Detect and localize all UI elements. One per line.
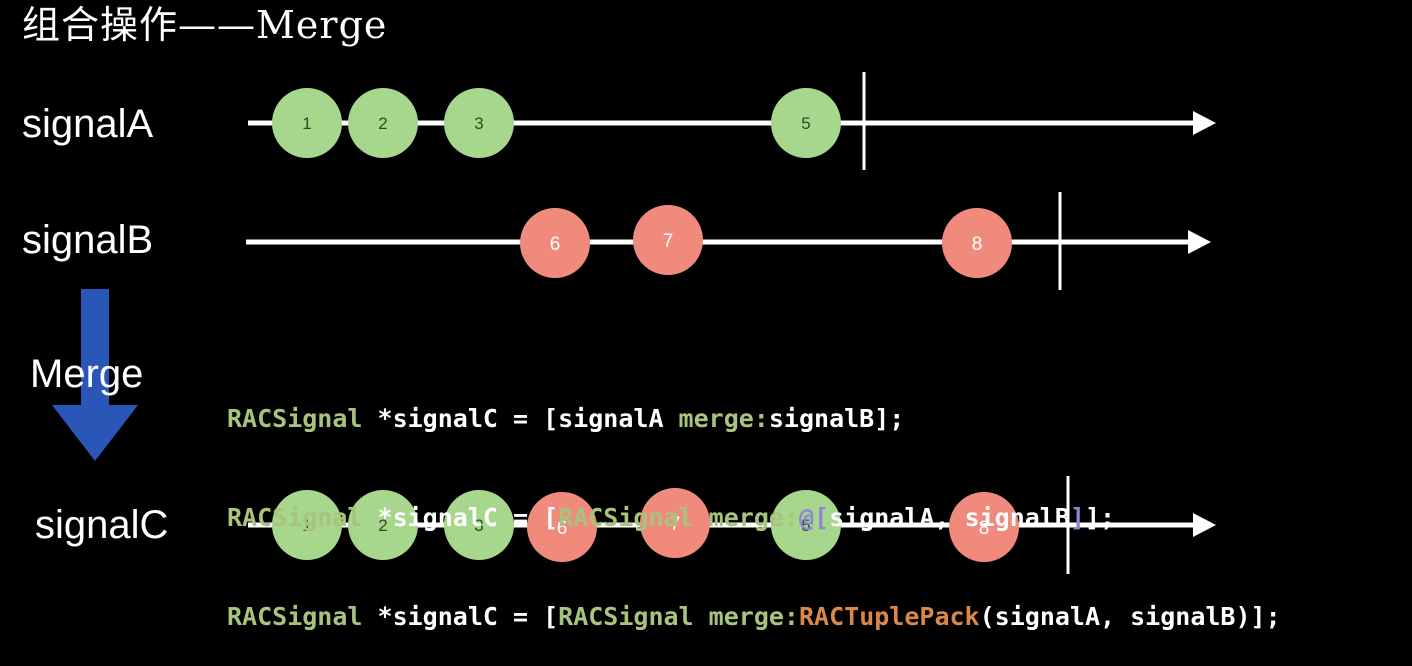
code-token-type: RACSignal <box>227 503 363 532</box>
code-token-end: ]; <box>1084 503 1116 532</box>
timeline-arrowhead <box>1193 111 1216 135</box>
code-token-decl: *signalC = [signalA <box>362 404 679 433</box>
marble-a-2: 2 <box>348 88 418 158</box>
marble-c-5: 5 <box>771 490 841 560</box>
timeline-arrowhead <box>1193 513 1216 537</box>
marble-label: 5 <box>801 114 810 133</box>
marble-label: 6 <box>557 518 568 539</box>
marble-c-3: 3 <box>444 490 514 560</box>
code-token-arg: signalB <box>768 404 875 433</box>
marble-b-7: 7 <box>633 205 703 275</box>
merge-arrow-head <box>52 405 138 461</box>
code-token-array-literal: @[ <box>798 503 830 532</box>
merge-operator-label: Merge <box>30 352 144 396</box>
code-token-decl: *signalC = [ <box>362 602 559 631</box>
code-token-space <box>694 503 709 532</box>
code-token-selector: merge: <box>678 404 769 433</box>
code-line-3: RACSignal *signalC = [RACSignal merge:RA… <box>227 600 1281 633</box>
marble-a-1: 1 <box>272 88 342 158</box>
marble-label: 3 <box>474 114 483 133</box>
code-token-args: (signalA, signalB) <box>979 602 1251 631</box>
marble-label: 1 <box>302 516 311 535</box>
code-token-close: ] <box>1069 503 1085 532</box>
code-token-type: RACSignal <box>227 602 363 631</box>
marble-c-7: 7 <box>640 488 710 558</box>
marble-label: 6 <box>550 234 561 255</box>
code-token-class: RACSignal <box>558 503 694 532</box>
marble-label: 2 <box>378 516 387 535</box>
marble-label: 2 <box>378 114 387 133</box>
marble-c-8: 8 <box>949 492 1019 562</box>
marble-c-1: 1 <box>272 490 342 560</box>
marble-a-5: 5 <box>771 88 841 158</box>
code-line-1: RACSignal *signalC = [signalA merge:sign… <box>227 402 1281 435</box>
code-line-2: RACSignal *signalC = [RACSignal merge:@[… <box>227 501 1281 534</box>
merge-arrow <box>52 289 138 461</box>
lane-label-signalA: signalA <box>22 102 154 146</box>
marble-label: 8 <box>979 518 990 539</box>
page-title: 组合操作——Merge <box>22 3 388 47</box>
code-block: RACSignal *signalC = [signalA merge:sign… <box>227 336 1281 666</box>
code-token-class: RACSignal <box>558 602 694 631</box>
marble-label: 3 <box>474 516 483 535</box>
marble-c-6: 6 <box>527 492 597 562</box>
code-token-decl: *signalC = [ <box>362 503 559 532</box>
timeline-signalB <box>246 192 1211 290</box>
marble-label: 7 <box>670 514 681 535</box>
merge-arrow-shaft <box>81 289 109 409</box>
marble-a-3: 3 <box>444 88 514 158</box>
marble-label: 7 <box>663 231 674 252</box>
marble-b-8: 8 <box>942 208 1012 278</box>
code-token-args: signalA, signalB <box>829 503 1070 532</box>
code-token-end: ]; <box>1250 602 1281 631</box>
marble-label: 5 <box>801 516 810 535</box>
code-token-type: RACSignal <box>227 404 363 433</box>
code-token-selector: merge: <box>708 602 799 631</box>
timeline-arrowhead <box>1188 230 1211 254</box>
code-token-selector: merge: <box>708 503 799 532</box>
lane-label-signalC: signalC <box>35 503 169 547</box>
code-token-function: RACTuplePack <box>798 602 980 631</box>
marble-label: 1 <box>302 114 311 133</box>
marble-diagram: 1 2 3 5 6 7 8 1 2 3 6 7 <box>52 72 1216 574</box>
marble-label: 8 <box>972 234 983 255</box>
code-token-end: ]; <box>874 404 905 433</box>
lane-label-signalB: signalB <box>22 218 154 262</box>
code-token-space <box>694 602 709 631</box>
marble-b-6: 6 <box>520 208 590 278</box>
marble-c-2: 2 <box>348 490 418 560</box>
